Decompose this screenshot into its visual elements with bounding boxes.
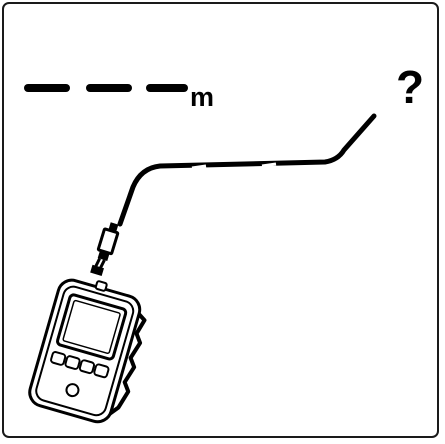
unknown-end-indicator: ?	[396, 61, 425, 113]
display-frame	[2, 2, 439, 438]
cable-icon	[117, 113, 377, 227]
distance-unit-label: m	[190, 82, 215, 112]
connector-plug-icon	[90, 222, 120, 276]
handheld-meter-icon	[28, 278, 147, 424]
